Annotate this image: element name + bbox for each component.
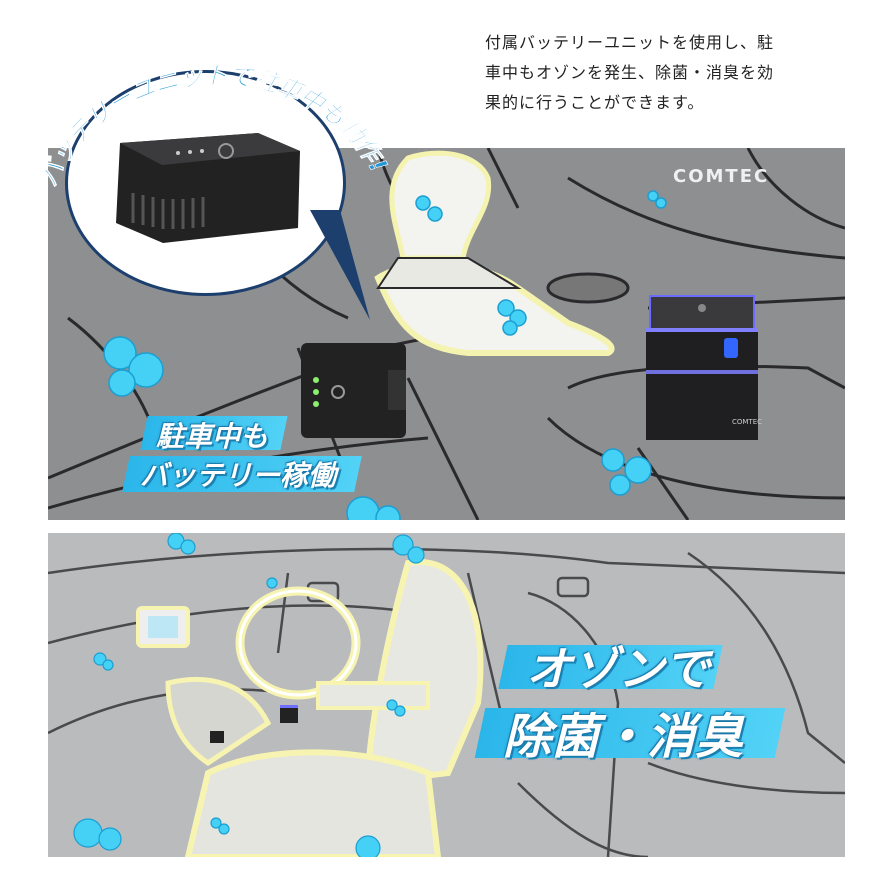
comtec-logo: COMTEC: [673, 166, 769, 187]
callout-pointer: [310, 210, 370, 320]
arc-caption-text: バッテリーユニットで駐車中も動作!: [34, 61, 393, 191]
description-line-2: 車中もオゾンを発生、除菌・消臭を効: [485, 63, 775, 82]
arc-caption: バッテリーユニットで駐車中も動作!: [34, 61, 393, 191]
description-text: 付属バッテリーユニットを使用し、駐 車中もオゾンを発生、除菌・消臭を効 果的に行…: [485, 28, 845, 118]
device-brand-text: COMTEC: [732, 418, 762, 426]
battery-unit-device: [301, 343, 406, 438]
svg-text:バッテリーユニットで駐車中も動作!: バッテリーユニットで駐車中も動作!: [34, 61, 392, 190]
battery-closeup-illustration: [116, 133, 300, 243]
description-line-1: 付属バッテリーユニットを使用し、駐: [485, 33, 775, 52]
battery-callout-circle: [65, 70, 346, 296]
badge-line-parking: 駐車中も: [156, 420, 269, 453]
badge-line-sterilize: 除菌・消臭: [503, 709, 744, 765]
badge-line-battery: バッテリー稼働: [140, 459, 337, 492]
ozone-purifier-device: [646, 295, 758, 440]
cabin-ozone-bubbles: [73, 533, 425, 857]
ozone-bubble-group: [103, 190, 667, 520]
badge-line-ozone: オゾンで: [526, 642, 710, 696]
description-line-3: 果的に行うことができます。: [485, 93, 705, 112]
cabin-illustration-panel: オゾンで 除菌・消臭: [48, 533, 845, 857]
cabin-illustration: [48, 533, 845, 857]
